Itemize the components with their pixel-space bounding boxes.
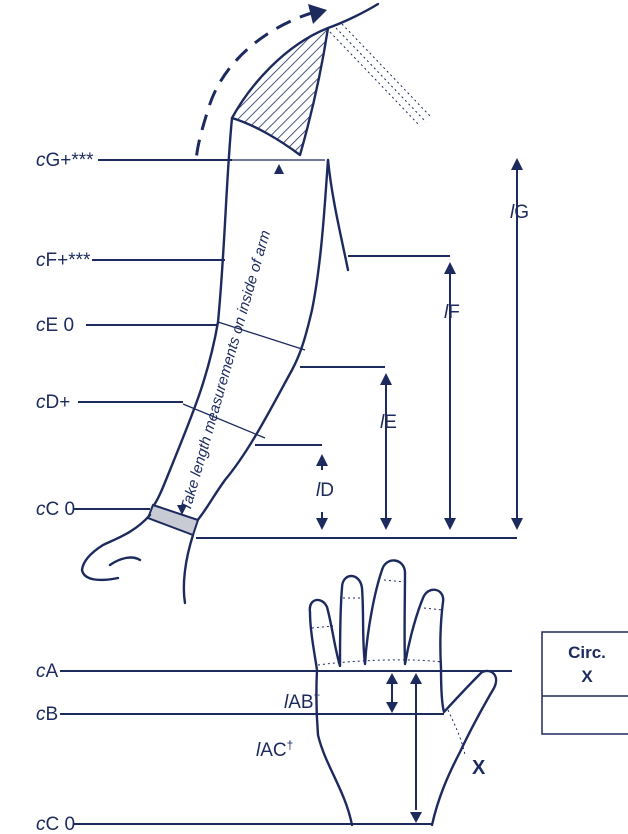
- label-cC-arm: cC 0: [36, 499, 75, 520]
- hand-outline: [310, 560, 496, 825]
- hand-drawing: [310, 560, 496, 825]
- label-lD: lD: [316, 480, 334, 501]
- arm-hand-contour: [82, 515, 150, 580]
- arm-hand-thumb: [110, 558, 140, 565]
- arm-drawing: [82, 4, 430, 603]
- circ-x-table: Circ. X: [542, 632, 628, 734]
- knuckle-line: [318, 660, 442, 665]
- armpit-hatched-region: [232, 28, 328, 155]
- label-cD: cD+: [36, 392, 70, 413]
- body-guide-line-1: [330, 32, 420, 126]
- label-lF: lF: [444, 302, 460, 323]
- label-cE: cE 0: [36, 315, 74, 336]
- label-cA: cA: [36, 661, 59, 682]
- arm-outer-contour: [152, 118, 232, 508]
- body-guide-line-3: [342, 24, 430, 116]
- label-lAB: lAB†: [284, 690, 320, 713]
- label-cB: cB: [36, 704, 58, 725]
- table-header-x: X: [581, 667, 593, 686]
- arm-inner-contour: [196, 160, 328, 522]
- circ-tick-d: [183, 404, 265, 438]
- finger-tip-line-4: [424, 608, 443, 610]
- label-lAC: lAC†: [256, 738, 293, 761]
- label-lG: lG: [510, 202, 529, 223]
- finger-tip-line-1: [312, 626, 333, 628]
- body-guide-line-2: [336, 28, 426, 122]
- arm-circumference-labels: cG+*** cF+*** cE 0 cD+ cC 0: [36, 150, 517, 538]
- label-cF: cF+***: [36, 250, 91, 271]
- finger-tip-line-3: [384, 580, 405, 582]
- note-arrow-up: [274, 164, 284, 174]
- table-value-cell[interactable]: [543, 697, 628, 733]
- length-arrows: lG lF lE lD: [316, 158, 529, 530]
- shoulder-arrowhead: [308, 4, 327, 24]
- label-cG: cG+***: [36, 150, 94, 171]
- table-header-circ: Circ.: [568, 643, 606, 662]
- torso-outline: [328, 4, 378, 28]
- torso-side-contour: [328, 160, 348, 270]
- measurement-note: Take length measurements on inside of ar…: [178, 228, 275, 513]
- label-cC-hand: cC 0: [36, 814, 75, 834]
- label-lE: lE: [380, 412, 397, 433]
- thumb-x-label: X: [472, 757, 486, 779]
- arm-hand-palm: [184, 535, 193, 603]
